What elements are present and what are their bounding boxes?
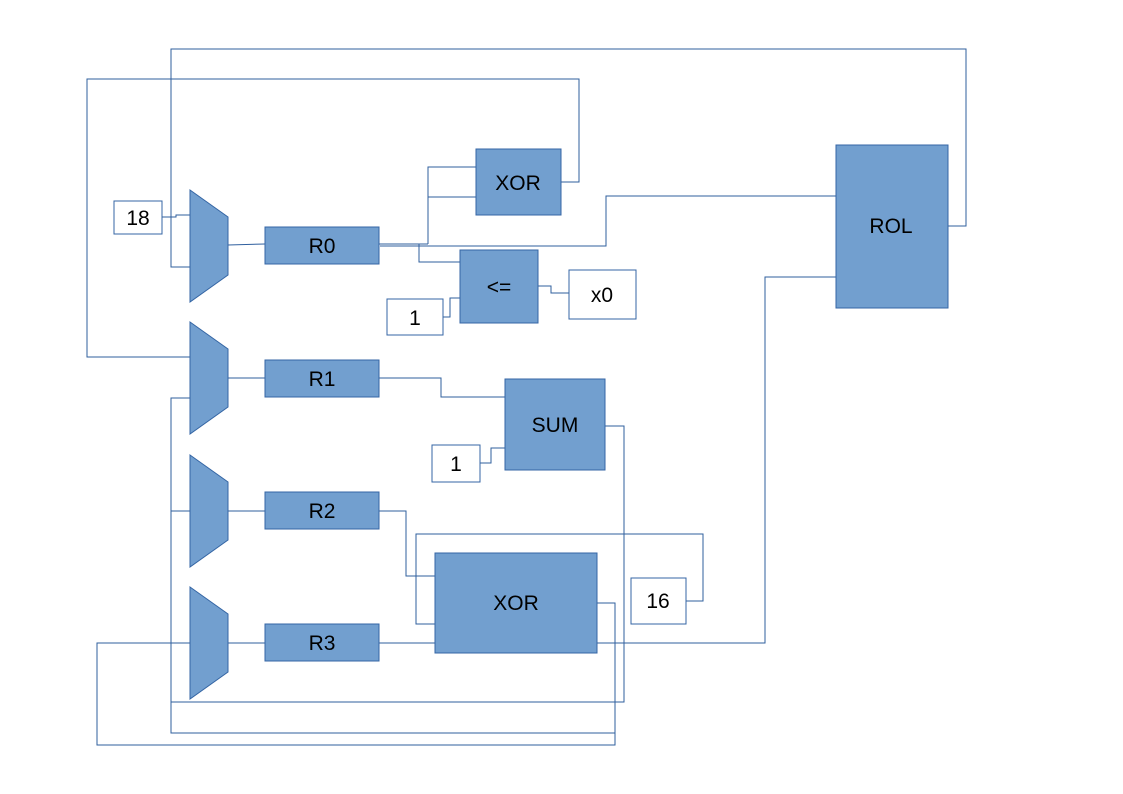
wire-const16-xor	[415, 533, 704, 625]
mux-1	[189, 321, 229, 435]
constant-1-sum-label: 1	[450, 453, 462, 476]
compare-block: <=	[459, 249, 539, 324]
mux-2	[189, 454, 229, 568]
sum-block: SUM	[504, 378, 606, 471]
constant-16: 16	[630, 577, 687, 625]
constant-1-sum: 1	[431, 444, 481, 483]
wire-const1-compare	[443, 297, 460, 318]
constant-18: 18	[113, 200, 163, 235]
wire-xor-feedback-bottom	[96, 602, 616, 746]
wire-r1-sum	[379, 377, 505, 398]
mux-3	[189, 586, 229, 700]
rol-block: ROL	[835, 144, 949, 309]
wire-r0-rol	[380, 195, 836, 247]
register-r1: R1	[264, 359, 380, 398]
wire-const18-mux0	[162, 214, 190, 218]
rol-label: ROL	[869, 215, 912, 238]
output-x0: x0	[568, 269, 637, 320]
wire-const1-sum	[480, 447, 505, 464]
register-r2-label: R2	[309, 500, 336, 523]
register-r3-label: R3	[309, 632, 336, 655]
wire-sum-feedback	[170, 397, 625, 703]
wire-r2-xor	[379, 510, 435, 577]
register-r2: R2	[264, 491, 380, 530]
compare-label: <=	[487, 276, 512, 299]
sum-label: SUM	[532, 414, 579, 437]
register-r0: R0	[264, 226, 380, 265]
wire-r0-compare	[406, 243, 460, 263]
wire-r0-xor-a	[427, 166, 476, 244]
constant-18-label: 18	[126, 207, 149, 230]
wire-xor-feedback	[86, 78, 580, 358]
xor-bottom-block: XOR	[434, 552, 598, 654]
xor-top-block: XOR	[475, 148, 562, 216]
constant-16-label: 16	[646, 590, 669, 613]
wire-rol-feedback	[170, 48, 967, 268]
register-r1-label: R1	[309, 368, 336, 391]
mux-0	[189, 189, 229, 303]
xor-bottom-label: XOR	[493, 592, 539, 615]
constant-1-compare: 1	[386, 298, 444, 336]
xor-top-label: XOR	[495, 172, 541, 195]
wire-compare-x0	[538, 285, 569, 294]
register-r0-label: R0	[309, 235, 336, 258]
wire-xor-feedback-inner	[170, 702, 615, 734]
output-x0-label: x0	[591, 284, 613, 307]
wire-mux0-r0	[227, 243, 266, 246]
constant-1-compare-label: 1	[409, 307, 421, 330]
register-r3: R3	[264, 623, 380, 662]
